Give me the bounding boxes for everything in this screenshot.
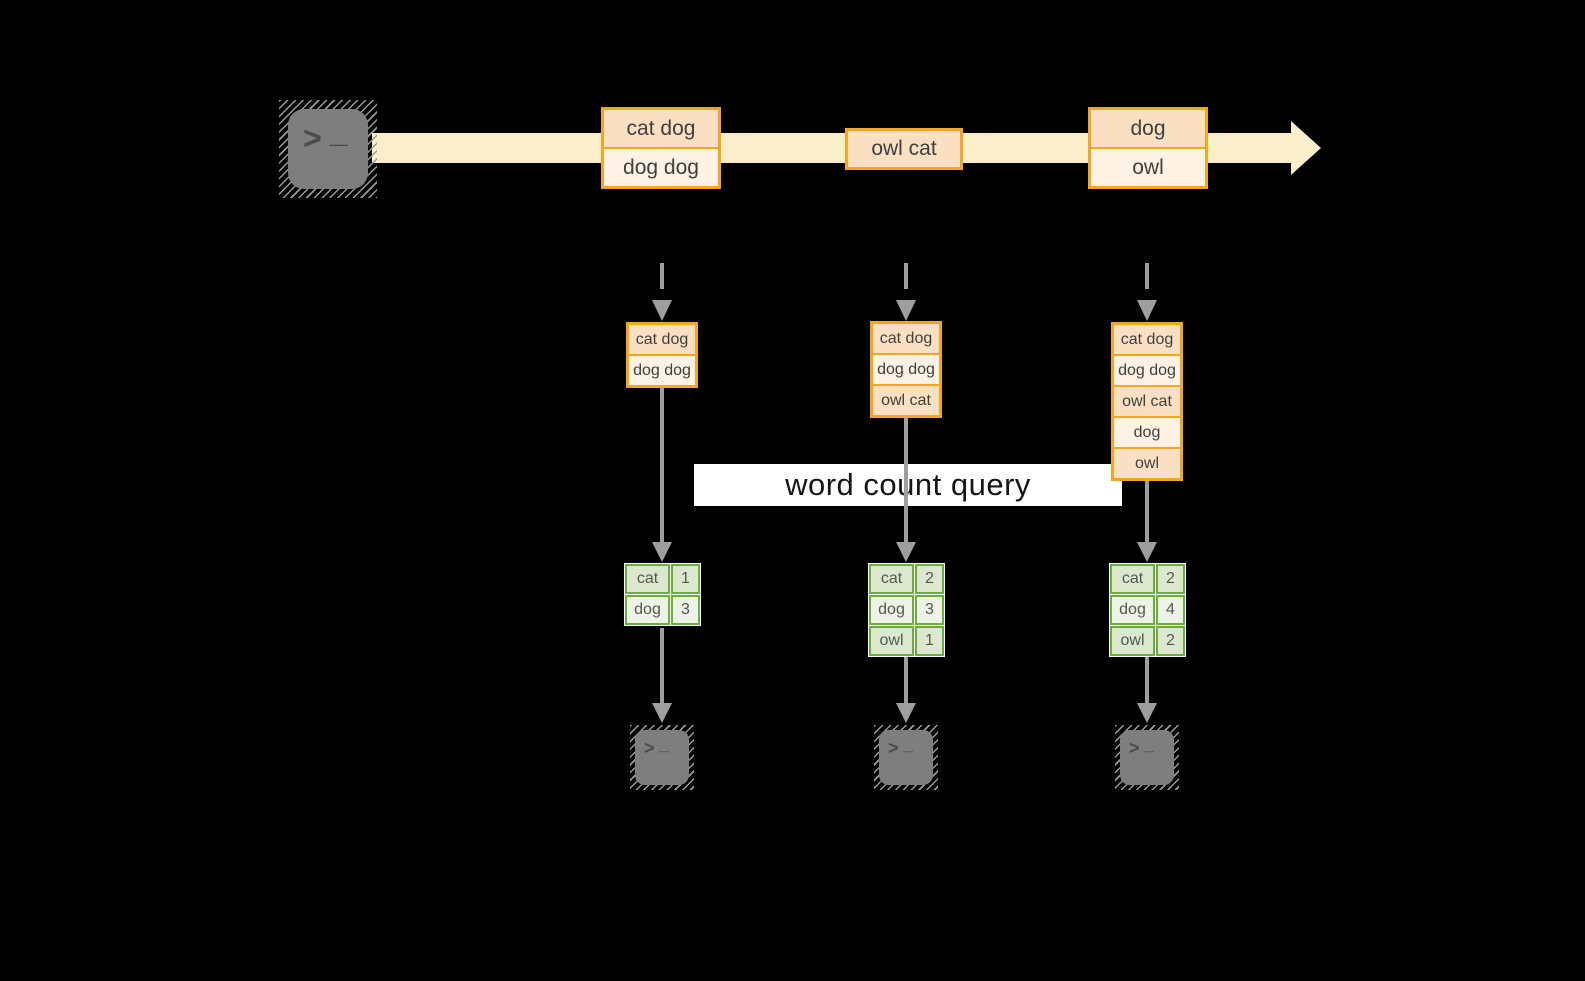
output-arrowhead-2 <box>896 703 916 723</box>
word-cell: cat <box>869 564 914 594</box>
batch-event: dog dog <box>604 149 718 186</box>
source-terminal-icon: > _ <box>279 100 377 198</box>
state-row: cat dog <box>629 325 695 354</box>
batch-box-2: owl cat <box>845 128 963 170</box>
state-row: cat dog <box>873 324 939 353</box>
batch-event: cat dog <box>604 110 718 147</box>
terminal-screen: > _ <box>1120 730 1174 785</box>
count-cell: 4 <box>1156 595 1185 625</box>
output-terminal-icon-3: > _ <box>1115 725 1179 790</box>
state-box-2: cat dog dog dog owl cat <box>870 321 942 418</box>
terminal-screen: > _ <box>288 109 368 189</box>
batch-event: owl cat <box>848 131 960 167</box>
batch-event: dog <box>1091 110 1205 147</box>
prompt-chevron-icon: > <box>303 120 322 156</box>
prompt-underscore-icon: _ <box>659 734 670 754</box>
state-row: dog dog <box>1114 356 1180 385</box>
state-row: dog dog <box>873 355 939 384</box>
terminal-screen: > _ <box>879 730 933 785</box>
batch-box-3: dog owl <box>1088 107 1208 189</box>
output-terminal-icon-2: > _ <box>874 725 938 790</box>
result-table-3: cat 2 dog 4 owl 2 <box>1109 563 1186 657</box>
state-row: dog dog <box>629 356 695 385</box>
state-row: owl cat <box>1114 387 1180 416</box>
prompt-underscore-icon: _ <box>903 734 914 754</box>
prompt-underscore-icon: _ <box>330 113 348 149</box>
output-arrowhead-1 <box>652 703 672 723</box>
output-arrowhead-3 <box>1137 703 1157 723</box>
count-cell: 2 <box>1156 626 1185 656</box>
count-cell: 1 <box>915 626 944 656</box>
output-terminal-icon-1: > _ <box>630 725 694 790</box>
ingest-arrowhead-1 <box>652 300 672 321</box>
state-row: cat dog <box>1114 325 1180 354</box>
count-cell: 1 <box>671 564 700 594</box>
state-row: dog <box>1114 418 1180 447</box>
word-cell: dog <box>869 595 914 625</box>
terminal-screen: > _ <box>635 730 689 785</box>
state-row: owl <box>1114 449 1180 478</box>
count-cell: 2 <box>915 564 944 594</box>
batch-event: owl <box>1091 149 1205 186</box>
word-cell: owl <box>869 626 914 656</box>
word-cell: cat <box>625 564 670 594</box>
prompt-chevron-icon: > <box>1129 738 1140 758</box>
ingest-arrowhead-2 <box>896 300 916 321</box>
prompt-chevron-icon: > <box>888 738 899 758</box>
result-table-1: cat 1 dog 3 <box>624 563 701 626</box>
word-cell: dog <box>1110 595 1155 625</box>
word-cell: dog <box>625 595 670 625</box>
word-cell: owl <box>1110 626 1155 656</box>
count-cell: 2 <box>1156 564 1185 594</box>
state-box-1: cat dog dog dog <box>626 322 698 388</box>
prompt-chevron-icon: > <box>644 738 655 758</box>
state-box-3: cat dog dog dog owl cat dog owl <box>1111 322 1183 481</box>
count-cell: 3 <box>915 595 944 625</box>
stream-arrowhead <box>1291 121 1321 175</box>
count-cell: 3 <box>671 595 700 625</box>
prompt-underscore-icon: _ <box>1144 734 1155 754</box>
ingest-arrowhead-3 <box>1137 300 1157 321</box>
query-arrowhead-3 <box>1137 542 1157 562</box>
result-table-2: cat 2 dog 3 owl 1 <box>868 563 945 657</box>
batch-box-1: cat dog dog dog <box>601 107 721 189</box>
word-cell: cat <box>1110 564 1155 594</box>
query-arrowhead-2 <box>896 542 916 562</box>
state-row: owl cat <box>873 386 939 415</box>
query-arrowhead-1 <box>652 542 672 562</box>
